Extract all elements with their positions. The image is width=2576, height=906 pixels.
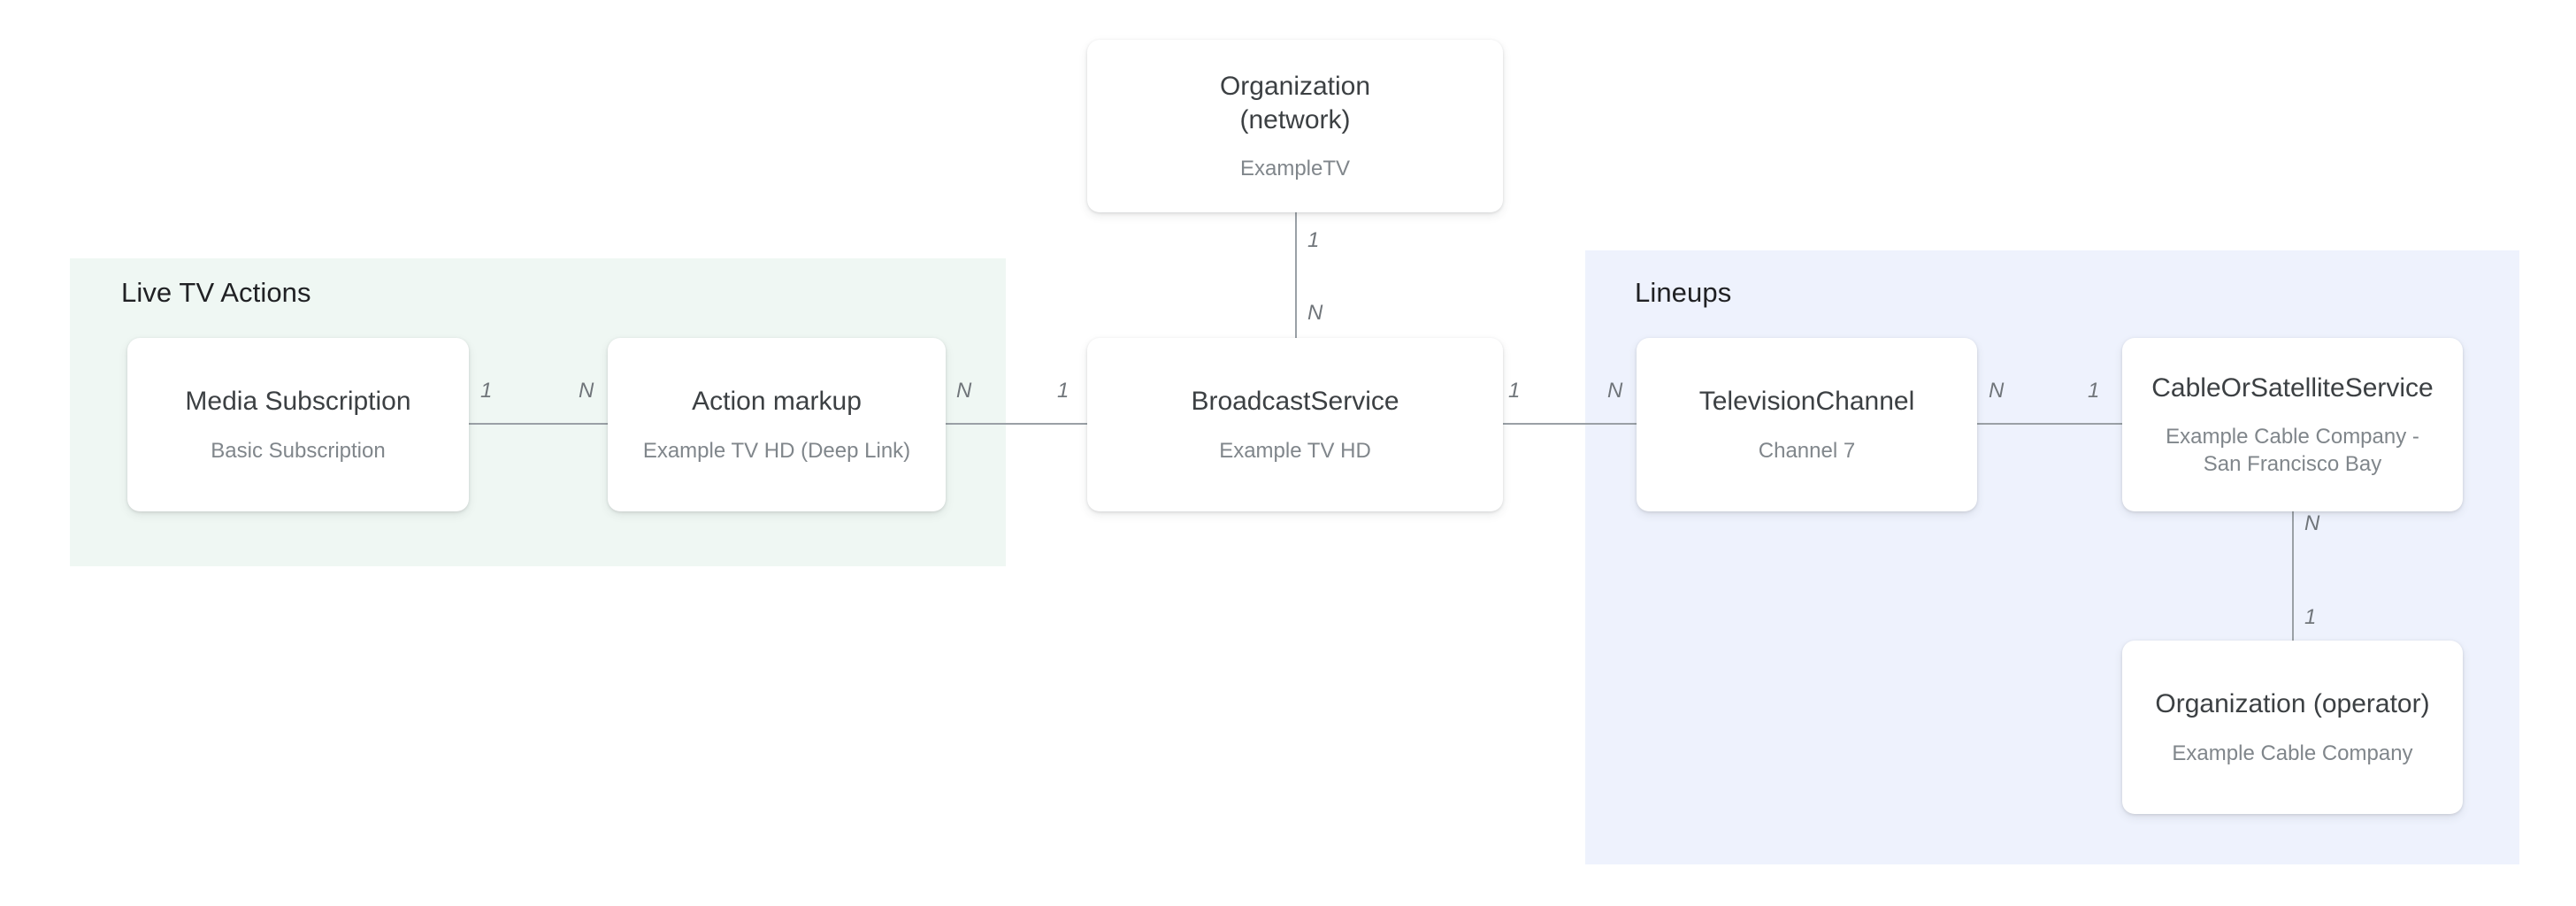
edge-television-channel-cable-or-satellite-service — [1976, 423, 2123, 425]
edge-label-action-markup-source: N — [956, 379, 972, 403]
node-subtitle-broadcast-service: Example TV HD — [1219, 438, 1371, 463]
node-title-television-channel: TelevisionChannel — [1698, 387, 1915, 417]
node-action-markup[interactable]: Action markup Example TV HD (Deep Link) — [608, 338, 946, 511]
edge-label-organization-operator-target: 1 — [2304, 605, 2317, 629]
node-title-cable-or-satellite-service: CableOrSatelliteService — [2151, 372, 2434, 403]
node-organization-operator[interactable]: Organization (operator) Example Cable Co… — [2122, 641, 2463, 814]
edge-organization-network-broadcast-service — [1295, 212, 1297, 339]
node-cable-or-satellite-service[interactable]: CableOrSatelliteService Example Cable Co… — [2122, 338, 2463, 511]
node-subtitle-media-subscription: Basic Subscription — [211, 438, 386, 463]
node-organization-network[interactable]: Organization (network) ExampleTV — [1087, 40, 1503, 212]
node-media-subscription[interactable]: Media Subscription Basic Subscription — [127, 338, 469, 511]
edge-label-cable-or-satellite-service-target-left: 1 — [2088, 379, 2100, 403]
edge-label-television-channel-source: N — [1989, 379, 2005, 403]
node-subtitle-cable-or-satellite-service: Example Cable Company - San Francisco Ba… — [2166, 425, 2419, 477]
edge-label-media-subscription-source: 1 — [480, 379, 493, 403]
edge-broadcast-service-television-channel — [1495, 423, 1637, 425]
node-title-broadcast-service: BroadcastService — [1191, 387, 1399, 417]
node-title-organization-operator: Organization (operator) — [2155, 689, 2430, 719]
edge-label-television-channel-target: N — [1607, 379, 1623, 403]
node-title-media-subscription: Media Subscription — [185, 387, 411, 417]
node-title-action-markup: Action markup — [692, 387, 862, 417]
node-subtitle-organization-operator: Example Cable Company — [2172, 741, 2413, 765]
edge-label-broadcast-service-target-top: N — [1307, 301, 1323, 325]
node-television-channel[interactable]: TelevisionChannel Channel 7 — [1637, 338, 1977, 511]
edge-label-broadcast-service-source-right: 1 — [1508, 379, 1521, 403]
edge-action-markup-broadcast-service — [945, 423, 1088, 425]
edge-label-organization-network-source: 1 — [1307, 228, 1320, 252]
group-title-lineups: Lineups — [1635, 277, 1732, 308]
edge-media-subscription-action-markup — [467, 423, 609, 425]
node-subtitle-action-markup: Example TV HD (Deep Link) — [642, 438, 911, 463]
edge-label-action-markup-target: N — [579, 379, 594, 403]
node-subtitle-television-channel: Channel 7 — [1758, 438, 1856, 463]
edge-label-broadcast-service-target-left: 1 — [1057, 379, 1070, 403]
node-subtitle-organization-network: ExampleTV — [1239, 157, 1351, 181]
node-title-organization-network: Organization (network) — [1219, 71, 1371, 134]
edge-label-cable-or-satellite-service-source-bottom: N — [2304, 511, 2320, 535]
group-title-live-tv-actions: Live TV Actions — [121, 277, 311, 308]
node-broadcast-service[interactable]: BroadcastService Example TV HD — [1087, 338, 1503, 511]
edge-cable-or-satellite-service-organization-operator — [2292, 511, 2294, 641]
